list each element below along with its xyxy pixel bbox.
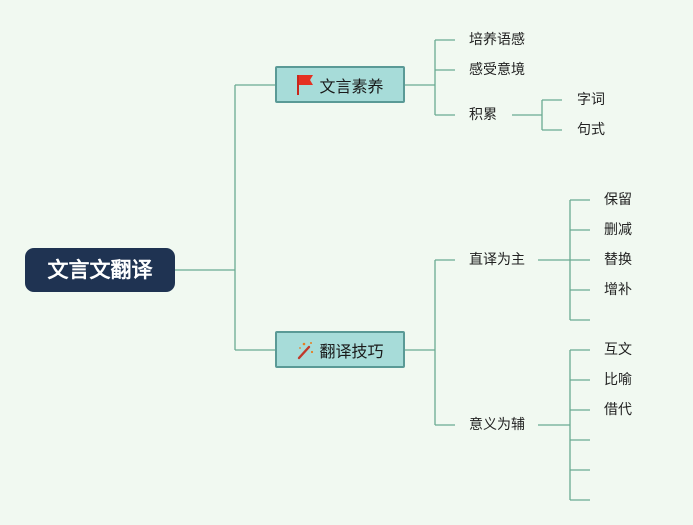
node-jushi[interactable]: 句式 xyxy=(577,122,605,138)
node-zici[interactable]: 字词 xyxy=(577,92,605,108)
node-jiedai[interactable]: 借代 xyxy=(604,402,632,418)
central-topic[interactable]: 文言文翻译 xyxy=(25,248,175,292)
node-ganshou-yijing[interactable]: 感受意境 xyxy=(469,62,525,78)
node-peiyang-yugan[interactable]: 培养语感 xyxy=(469,32,525,48)
node-baoliu[interactable]: 保留 xyxy=(604,192,632,208)
topic-wenyan-suyang[interactable]: 文言素养 xyxy=(275,66,405,103)
topic-fanyi-jiqiao[interactable]: 翻译技巧 xyxy=(275,331,405,368)
topic-label: 文言素养 xyxy=(319,76,384,96)
node-yiyi-weifu[interactable]: 意义为辅 xyxy=(469,417,525,433)
node-huwen[interactable]: 互文 xyxy=(604,342,632,358)
magic-wand-icon xyxy=(296,339,314,361)
node-tihuan[interactable]: 替换 xyxy=(604,252,632,268)
node-jilei[interactable]: 积累 xyxy=(469,107,497,123)
node-shanjian[interactable]: 删减 xyxy=(604,222,632,238)
node-biyu[interactable]: 比喻 xyxy=(604,372,632,388)
node-zengbu[interactable]: 增补 xyxy=(604,282,632,298)
topic-label: 翻译技巧 xyxy=(319,341,384,361)
node-zhiyi-weizhu[interactable]: 直译为主 xyxy=(469,252,525,268)
red-flag-icon xyxy=(296,74,314,96)
